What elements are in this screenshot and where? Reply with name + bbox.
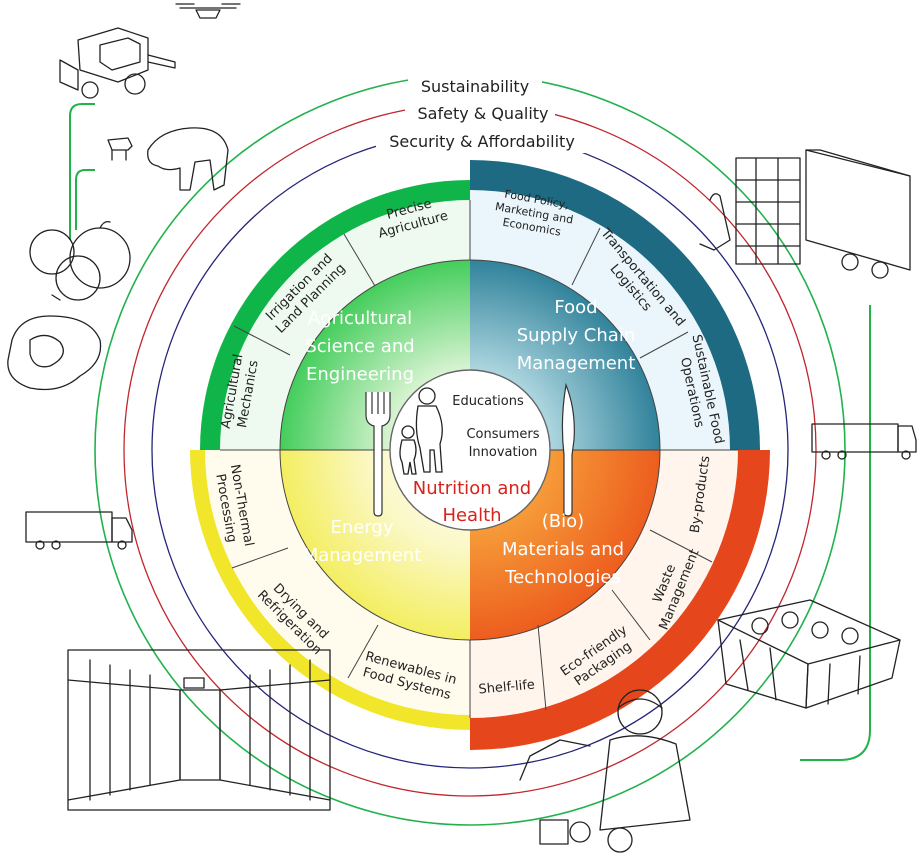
safety-quality-label: Safety & Quality [418,104,549,123]
agri-title-line: Science and [305,336,414,357]
warehouse-icon [67,649,331,811]
meat-icon [7,315,102,391]
pillar-label-bg [408,74,542,98]
pillar-label-bg [405,103,555,125]
agri-title: Agricultural Science and Engineering [305,308,414,385]
nutrition-label-1: Nutrition and [413,478,531,499]
family-icon [399,387,443,475]
pillar-label-bg [376,131,586,153]
materials-title: (Bio) Materials and Technologies [502,511,624,588]
harvester-icon [59,27,176,99]
security-affordability-label: Security & Affordability [389,132,575,151]
energy-title: Energy Management [303,517,422,566]
supply-title: Food Supply Chain Management [517,297,636,374]
materials-title-line: (Bio) [542,511,584,532]
educations-label: Educations [452,394,524,409]
truck-icon-left [25,511,133,550]
drone-icon [175,3,241,19]
agri-title-line: Agricultural [308,308,412,329]
supply-title-line: Food [554,297,597,318]
apples-icon [29,220,131,301]
connector-line [69,103,95,240]
supply-title-line: Management [517,353,636,374]
delivery-truck-icon [699,149,911,279]
vegetable-crate-icon [717,599,901,709]
segment-shelf-life: Shelf-life [478,678,536,698]
materials-title-line: Technologies [504,567,621,588]
energy-title-line: Management [303,545,422,566]
inner-circle-outline [279,259,661,641]
truck-icon-right [811,423,917,460]
connector-line [800,305,871,761]
energy-title-line: Energy [330,517,393,538]
nutrition-label-2: Health [442,505,501,526]
consumers-label-1: Consumers [466,427,539,442]
scientist-icon [519,689,691,853]
sustainability-label: Sustainability [421,77,529,96]
knife-icon [561,382,575,517]
cow-icon [107,127,229,191]
agri-title-line: Engineering [306,364,414,385]
materials-title-line: Materials and [502,539,624,560]
fork-icon [365,392,391,517]
supply-title-line: Supply Chain [517,325,635,346]
consumers-label-2: Innovation [469,445,538,460]
